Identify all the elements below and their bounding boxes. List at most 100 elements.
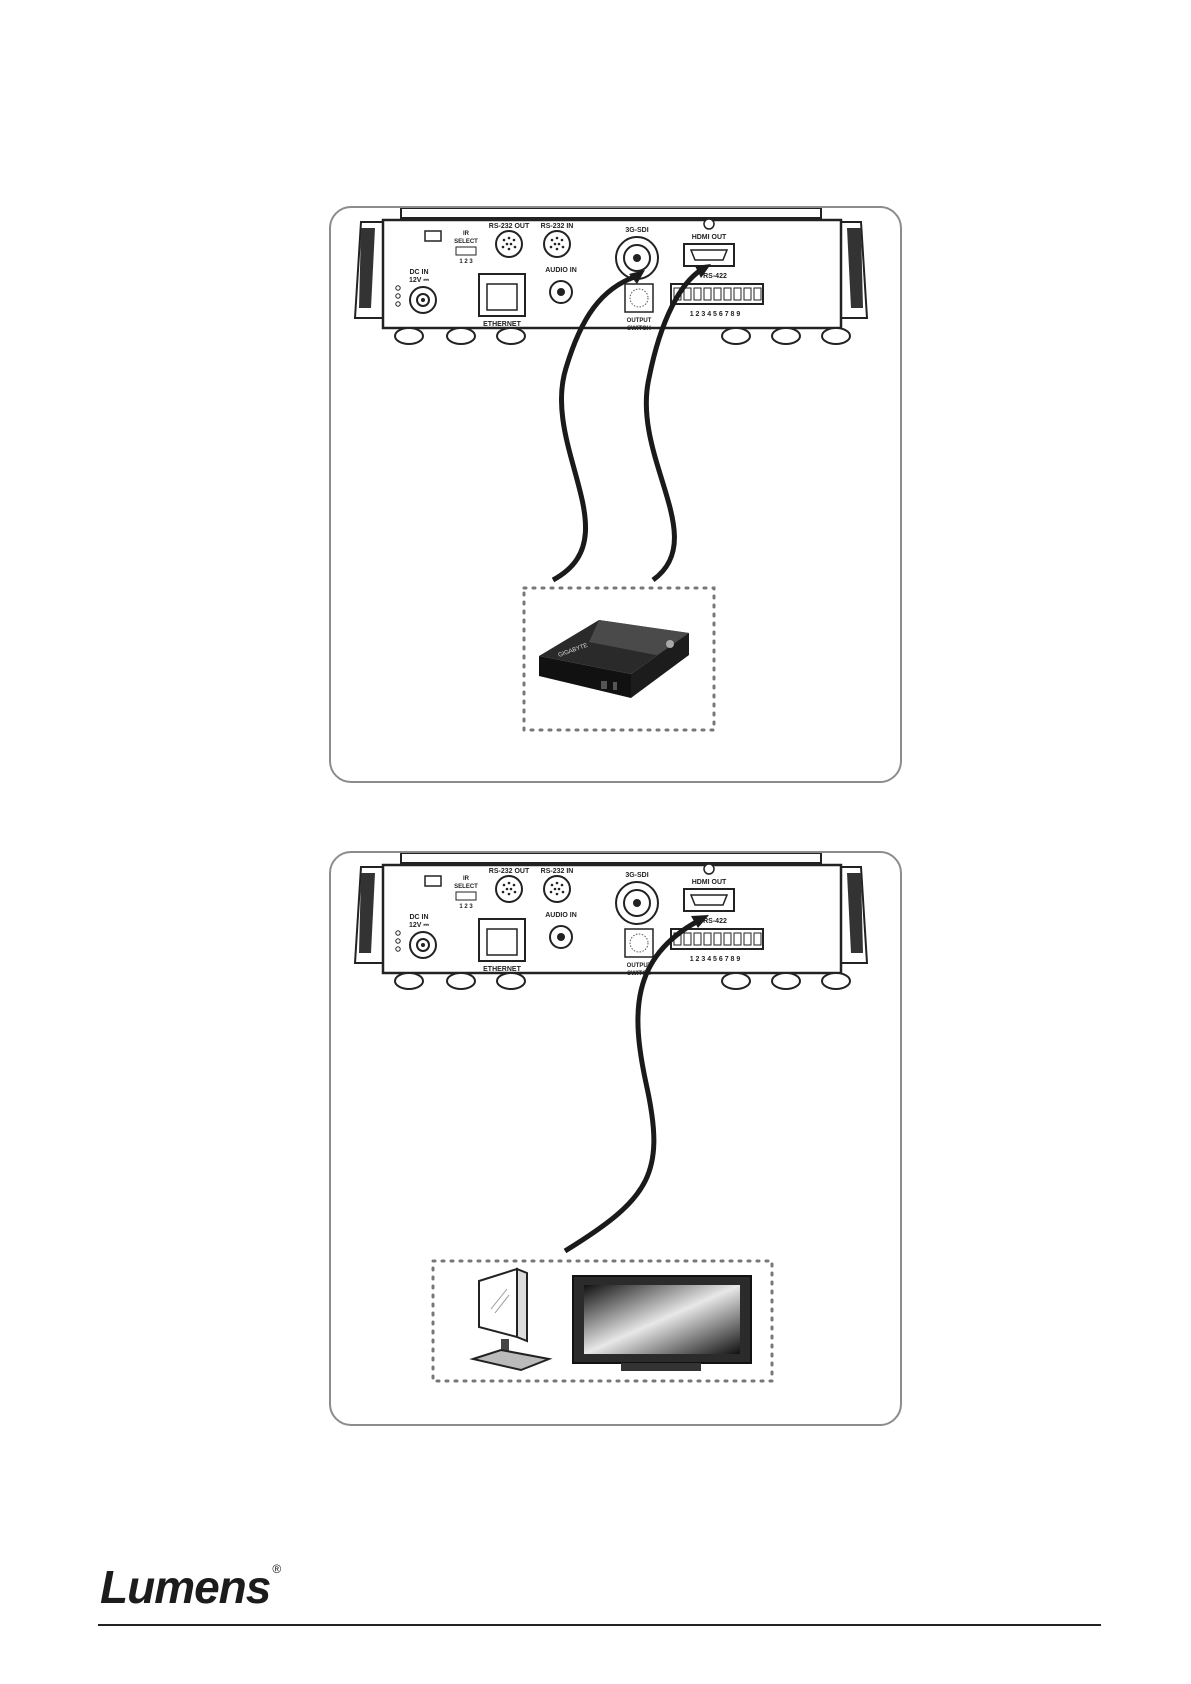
rs232-pin — [558, 243, 561, 246]
rs232-in-label: RS-232 IN — [541, 223, 574, 230]
rs232-pin — [513, 239, 516, 242]
rs422-pin — [754, 288, 761, 300]
camera-foot — [822, 328, 850, 344]
ir-select-numbers: 1 2 3 — [459, 904, 473, 910]
rs232-pin — [502, 246, 505, 249]
ir-select-numbers: 1 2 3 — [459, 259, 473, 265]
dc-in-pin — [421, 943, 425, 947]
rs422-pin — [704, 933, 711, 945]
camera-foot — [722, 328, 750, 344]
rs232-pin — [508, 893, 511, 896]
rs422-pin-numbers: 1 2 3 4 5 6 7 8 9 — [690, 311, 741, 318]
camera-foot — [772, 328, 800, 344]
rs232-pin — [561, 239, 564, 242]
lumens-logo: Lumens® — [100, 1560, 280, 1614]
audio-in-jack — [557, 288, 565, 296]
rs232-pin — [514, 246, 517, 249]
ethernet-label: ETHERNET — [483, 321, 521, 328]
rs422-pin — [684, 933, 691, 945]
select-label: SELECT — [454, 884, 478, 890]
sdi-port-pin — [633, 899, 641, 907]
sdi-label: 3G-SDI — [625, 872, 648, 879]
sdi-label: 3G-SDI — [625, 227, 648, 234]
rs422-pin — [724, 933, 731, 945]
camera-foot — [497, 973, 525, 989]
rs232-in-label: RS-232 IN — [541, 868, 574, 875]
rs232-pin — [506, 888, 509, 891]
rs422-pin — [734, 933, 741, 945]
rs422-label: RS-422 — [703, 918, 727, 925]
label-tag-icon — [425, 231, 441, 241]
hdmi-out-label: HDMI OUT — [692, 234, 727, 241]
rs232-pin — [550, 246, 553, 249]
rs232-pin — [551, 884, 554, 887]
rs422-pin — [714, 933, 721, 945]
hdmi-out-socket — [691, 250, 727, 260]
rs232-pin — [554, 888, 557, 891]
camera-foot — [772, 973, 800, 989]
rs232-pin — [556, 237, 559, 240]
rs232-pin — [556, 882, 559, 885]
rs232-pin — [556, 248, 559, 251]
rs422-pin — [734, 288, 741, 300]
audio-in-jack — [557, 933, 565, 941]
rs232-pin — [503, 884, 506, 887]
rs232-out-label: RS-232 OUT — [489, 223, 530, 230]
voltage-label: 12V ⎓ — [409, 277, 429, 284]
rs232-pin — [513, 884, 516, 887]
rs232-pin — [508, 237, 511, 240]
camera-foot — [822, 973, 850, 989]
rs422-pin — [704, 288, 711, 300]
camera-foot — [497, 328, 525, 344]
audio-in-label: AUDIO IN — [545, 267, 577, 274]
output-switch-label: SWITCH — [627, 326, 651, 332]
sdi-port-pin — [633, 254, 641, 262]
dc-in-label: DC IN — [409, 914, 428, 921]
rs232-in-port — [544, 231, 570, 257]
rs422-label: RS-422 — [703, 273, 727, 280]
ir-select-switch — [456, 892, 476, 900]
ir-label: IR — [463, 231, 470, 237]
rs232-out-port — [496, 876, 522, 902]
output-switch-label: OUTPUT — [627, 318, 652, 324]
rs422-pin — [694, 933, 701, 945]
hdmi-out-label: HDMI OUT — [692, 879, 727, 886]
audio-in-label: AUDIO IN — [545, 912, 577, 919]
rs232-pin — [502, 891, 505, 894]
rs232-pin — [556, 893, 559, 896]
rs422-pin — [714, 288, 721, 300]
rs232-in-port — [544, 876, 570, 902]
camera-top-rail — [401, 853, 821, 863]
camera-body — [383, 865, 841, 973]
dc-in-label: DC IN — [409, 269, 428, 276]
rs232-pin — [550, 891, 553, 894]
rs422-pin — [684, 288, 691, 300]
rs422-pin — [754, 933, 761, 945]
rs422-pin — [744, 933, 751, 945]
rs232-pin — [510, 243, 513, 246]
ir-label: IR — [463, 876, 470, 882]
brand-name: Lumens — [100, 1561, 270, 1613]
camera-foot — [447, 328, 475, 344]
camera-foot — [447, 973, 475, 989]
rs232-pin — [558, 888, 561, 891]
voltage-label: 12V ⎓ — [409, 922, 429, 929]
dc-in-pin — [421, 298, 425, 302]
rs232-pin — [503, 239, 506, 242]
camera-foot — [395, 973, 423, 989]
rs422-pin — [724, 288, 731, 300]
ir-select-switch — [456, 247, 476, 255]
rs422-pin — [694, 288, 701, 300]
footer-divider — [98, 1624, 1101, 1626]
rs232-pin — [508, 248, 511, 251]
rs232-pin — [562, 891, 565, 894]
rs232-pin — [508, 882, 511, 885]
ethernet-jack — [487, 284, 517, 310]
output-switch-dial — [625, 284, 653, 312]
camera-rear-panel: IRSELECT1 2 3RS-232 OUTRS-232 INDC IN12V… — [355, 853, 867, 989]
rs232-pin — [554, 243, 557, 246]
